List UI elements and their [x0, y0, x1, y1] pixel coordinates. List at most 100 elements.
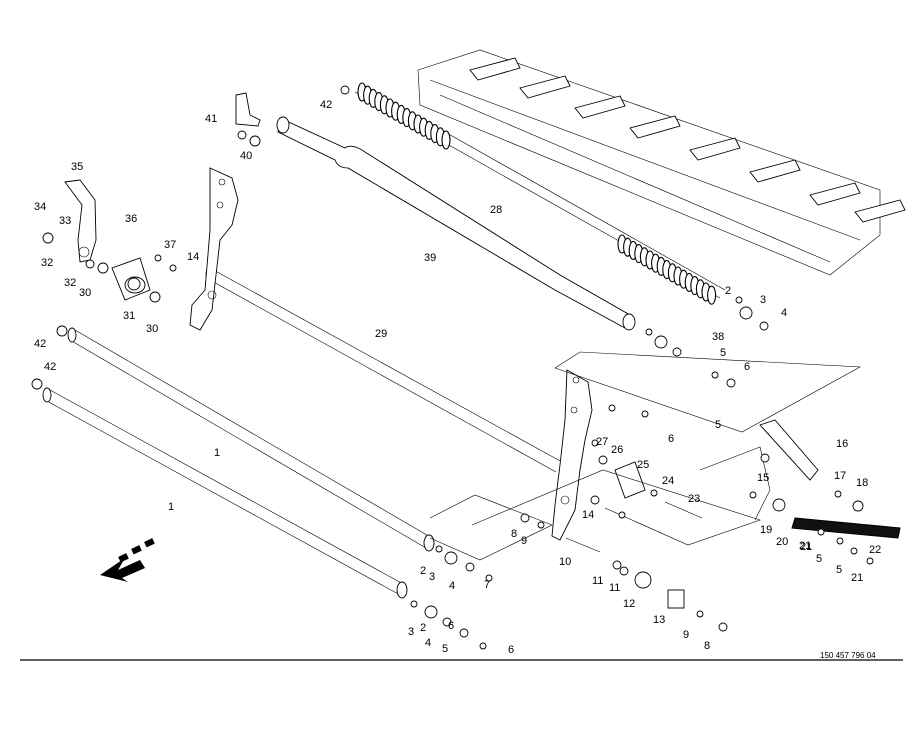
part-39-tapered-tube: [276, 116, 636, 331]
hardware-item: [154, 254, 162, 262]
part-callout-6: 6: [744, 361, 750, 373]
part-callout-20: 20: [776, 536, 788, 548]
hardware-item: [31, 378, 43, 390]
part-callout-30: 30: [146, 323, 158, 335]
hardware-item: [520, 513, 530, 523]
part-callout-8: 8: [704, 640, 710, 652]
part-callout-5: 5: [836, 564, 842, 576]
hardware-item: [735, 296, 743, 304]
hardware-item: [850, 547, 858, 555]
part-callout-6: 6: [668, 433, 674, 445]
part-callout-22: 22: [869, 544, 881, 556]
hardware-item: [739, 306, 753, 320]
part-callout-16: 16: [836, 438, 848, 450]
hardware-item: [760, 453, 770, 463]
part-callout-38: 38: [712, 331, 724, 343]
part-1-tube-lower: [42, 387, 408, 599]
hardware-item: [410, 600, 418, 608]
part-callout-34: 34: [34, 201, 46, 213]
left-side-plate: [189, 167, 239, 331]
part-callout-17: 17: [834, 470, 846, 482]
hardware-item: [435, 545, 443, 553]
part-callout-28: 28: [490, 204, 502, 216]
part-callout-35: 35: [71, 161, 83, 173]
part-callout-3: 3: [408, 626, 414, 638]
part-callout-15: 15: [757, 472, 769, 484]
part-callout-42: 42: [34, 338, 46, 350]
drawing-number: 150 457 796 04: [820, 651, 876, 660]
part-41-bracket: [235, 92, 261, 127]
hardware-item: [696, 610, 704, 618]
hardware-item: [590, 495, 600, 505]
hardware-item: [654, 335, 668, 349]
part-callout-9: 9: [521, 535, 527, 547]
hardware-item: [866, 557, 874, 565]
part-callout-19: 19: [760, 524, 772, 536]
hardware-item: [169, 264, 177, 272]
hardware-item: [537, 521, 545, 529]
part-callout-14: 14: [187, 251, 199, 263]
cutter-bar-assembly: [417, 49, 906, 276]
part-callout-27: 27: [596, 436, 608, 448]
part-callout-5: 5: [442, 643, 448, 655]
hardware-item: [608, 404, 616, 412]
hardware-item: [237, 130, 247, 140]
hardware-item: [852, 500, 864, 512]
part-callout-2: 2: [420, 622, 426, 634]
hardware-item: [726, 378, 736, 388]
part-callout-32: 32: [64, 277, 76, 289]
part-callout-32: 32: [41, 257, 53, 269]
hardware-item: [749, 491, 757, 499]
hardware-item: [485, 574, 493, 582]
hardware-item: [459, 628, 469, 638]
part-22-grip: [791, 517, 901, 539]
hardware-item: [444, 551, 458, 565]
part-callout-5: 5: [715, 419, 721, 431]
part-callout-2: 2: [420, 565, 426, 577]
hardware-item: [634, 571, 652, 589]
part-callout-6: 6: [508, 644, 514, 656]
part-callout-42: 42: [44, 361, 56, 373]
part-28-shaft: [354, 82, 726, 305]
part-callout-25: 25: [637, 459, 649, 471]
part-callout-37: 37: [164, 239, 176, 251]
hardware-item: [645, 328, 653, 336]
part-callout-23: 23: [688, 493, 700, 505]
hardware-item: [672, 347, 682, 357]
hardware-item: [711, 371, 719, 379]
part-callout-3: 3: [760, 294, 766, 306]
part-callout-21: 21: [851, 572, 863, 584]
part-callout-7: 7: [484, 579, 490, 591]
part-16-arm: [759, 419, 819, 481]
hardware-item: [836, 537, 844, 545]
part-callout-4: 4: [781, 307, 787, 319]
hardware-item: [817, 528, 825, 536]
part-callout-10: 10: [559, 556, 571, 568]
hardware-item: [718, 622, 728, 632]
part-callout-36: 36: [125, 213, 137, 225]
part-callout-30: 30: [79, 287, 91, 299]
hardware-item: [772, 498, 786, 512]
hardware-item: [591, 439, 599, 447]
part-callout-5: 5: [720, 347, 726, 359]
hardware-item: [759, 321, 769, 331]
hardware-item: [618, 511, 626, 519]
part-callout-14: 14: [582, 509, 594, 521]
part-25-sleeve: [614, 461, 646, 499]
hardware-item: [650, 489, 658, 497]
part-callout-6: 6: [448, 620, 454, 632]
hardware-group: [31, 85, 874, 650]
part-callout-1: 1: [168, 501, 174, 513]
part-1-tube-upper: [67, 327, 435, 552]
hardware-item: [340, 85, 350, 95]
hardware-item: [465, 562, 475, 572]
part-callout-18: 18: [856, 477, 868, 489]
hardware-item: [612, 560, 622, 570]
hardware-item: [641, 410, 649, 418]
part-callout-3: 3: [429, 571, 435, 583]
hardware-item: [127, 277, 141, 291]
part-callout-1: 1: [214, 447, 220, 459]
hardware-item: [42, 232, 54, 244]
part-callout-29: 29: [375, 328, 387, 340]
